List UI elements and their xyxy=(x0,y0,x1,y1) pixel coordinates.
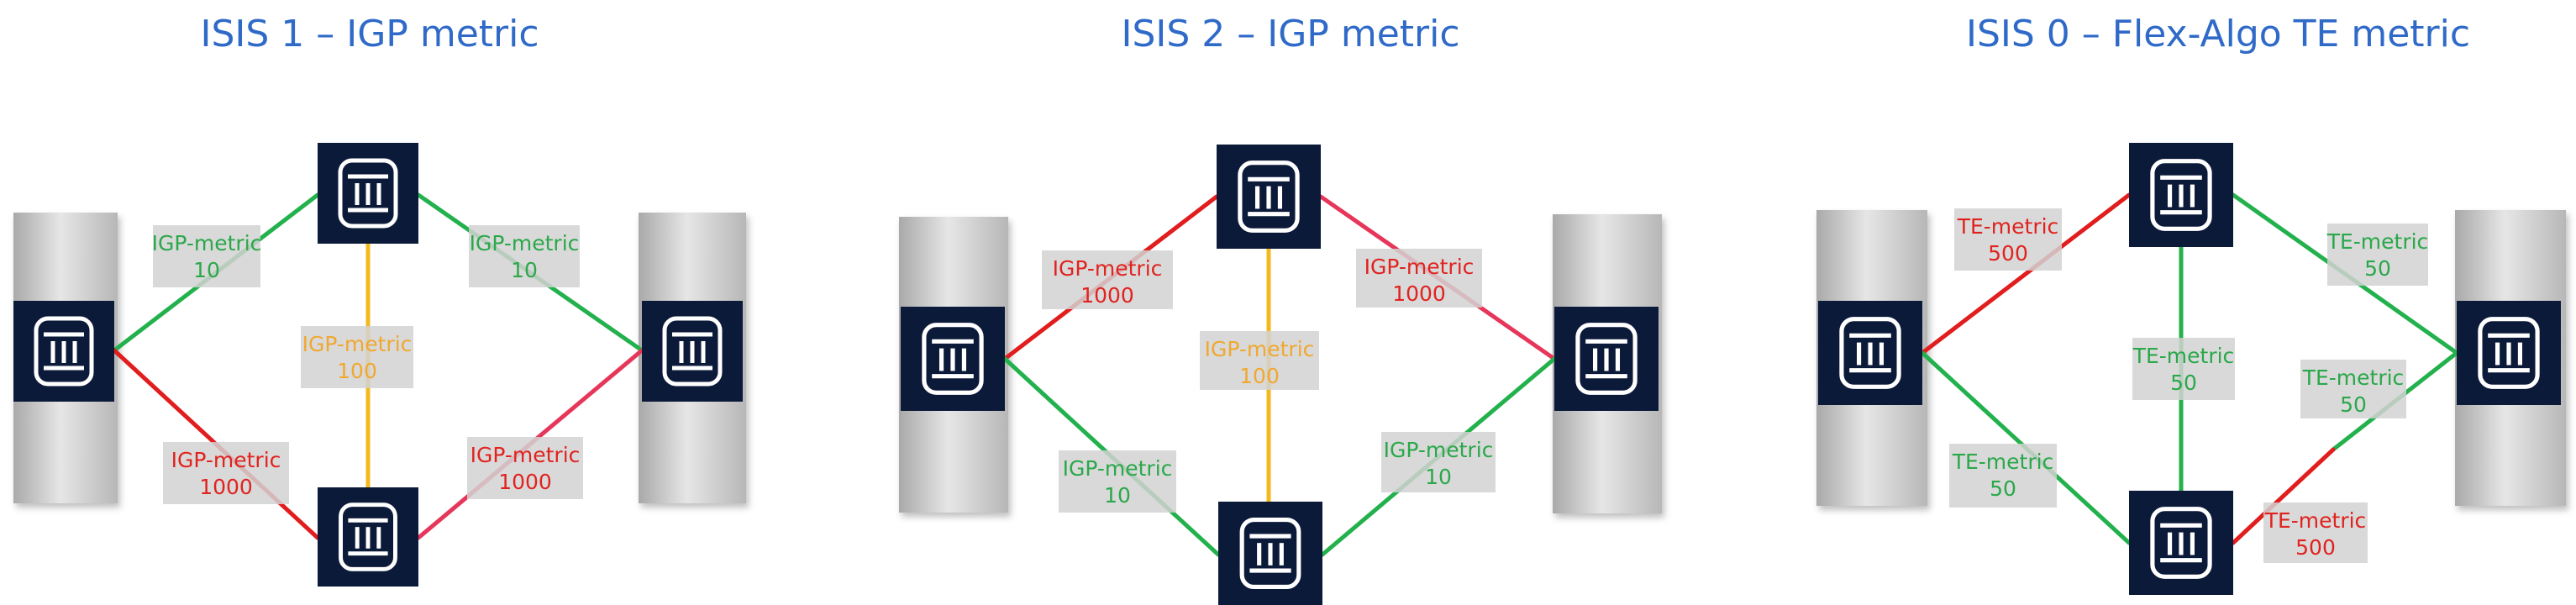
metric-name: IGP-metric xyxy=(470,231,580,255)
router-left[interactable] xyxy=(13,301,114,402)
metric-value: 10 xyxy=(511,258,538,282)
metric-label-box xyxy=(1059,450,1176,513)
metric-label-bottom-right: IGP-metric 1000 xyxy=(467,437,583,499)
panel-1: ISIS 1 – IGP metricIGP-metric10IGP-metri… xyxy=(13,13,746,587)
metric-label-box xyxy=(163,442,289,504)
link-bottom-right-lower xyxy=(2231,447,2336,545)
metric-value: 50 xyxy=(1990,476,2016,501)
panel-title: ISIS 0 – Flex-Algo TE metric xyxy=(1966,13,2470,55)
router-left[interactable] xyxy=(1818,301,1922,405)
metric-label-left-bottom: IGP-metric 1000 xyxy=(163,442,289,504)
metric-name: IGP-metric xyxy=(1364,255,1475,279)
metric-label-box xyxy=(1042,250,1173,309)
metric-label-box xyxy=(2263,502,2368,563)
metric-label-top-right: IGP-metric 10 xyxy=(469,225,580,287)
metric-label-box xyxy=(1200,331,1319,390)
metric-label-top-bottom: IGP-metric 100 xyxy=(1200,331,1319,390)
metric-name: TE-metric xyxy=(1957,214,2059,239)
router-top[interactable] xyxy=(1217,145,1321,249)
metric-name: IGP-metric xyxy=(152,231,262,255)
router-top[interactable] xyxy=(318,143,418,244)
metric-label-box xyxy=(301,326,413,388)
router-top[interactable] xyxy=(2129,143,2233,247)
router-right[interactable] xyxy=(2457,301,2561,405)
metric-label-bottom-right: IGP-metric 10 xyxy=(1381,432,1496,492)
metric-label-box xyxy=(153,225,260,287)
metric-name: TE-metric xyxy=(2302,366,2405,390)
metric-value: 10 xyxy=(193,258,220,282)
router-left[interactable] xyxy=(901,307,1005,411)
metric-value: 100 xyxy=(1239,364,1280,388)
metric-value: 1000 xyxy=(199,475,253,499)
metric-name: IGP-metric xyxy=(1063,456,1173,481)
router-right[interactable] xyxy=(1554,307,1659,411)
metric-value: 500 xyxy=(1988,241,2028,266)
metric-label-box xyxy=(2327,224,2428,286)
panel-2: ISIS 2 – IGP metricIGP-metric1000IGP-met… xyxy=(899,13,1662,605)
metric-name: TE-metric xyxy=(1952,450,2054,474)
metric-value: 50 xyxy=(2364,256,2391,281)
metric-label-box xyxy=(2300,360,2406,418)
panel-title: ISIS 1 – IGP metric xyxy=(200,13,539,55)
metric-value: 50 xyxy=(2340,392,2367,417)
metric-name: IGP-metric xyxy=(302,332,413,356)
metric-name: IGP-metric xyxy=(1053,256,1163,281)
metric-value: 1000 xyxy=(498,470,552,494)
metric-label-left-top: IGP-metric 10 xyxy=(152,225,262,287)
metric-value: 10 xyxy=(1104,483,1131,508)
router-bottom[interactable] xyxy=(1218,502,1322,605)
metric-value: 1000 xyxy=(1392,281,1446,306)
metric-label-box xyxy=(1954,208,2062,271)
metric-label-box xyxy=(469,225,580,287)
metric-name: IGP-metric xyxy=(471,443,581,467)
metric-name: IGP-metric xyxy=(171,448,281,472)
panel-3: ISIS 0 – Flex-Algo TE metricTE-metric500… xyxy=(1816,13,2566,595)
metric-label-box xyxy=(1949,444,2057,508)
router-right[interactable] xyxy=(642,301,743,402)
link-left-top xyxy=(1920,192,2132,355)
router-bottom[interactable] xyxy=(318,487,418,587)
metric-label-top-bottom: TE-metric 50 xyxy=(2132,338,2235,400)
metric-label-box xyxy=(467,437,583,499)
metric-label-box xyxy=(1356,249,1482,308)
panel-title: ISIS 2 – IGP metric xyxy=(1121,13,1459,55)
metric-name: IGP-metric xyxy=(1205,337,1315,361)
router-bottom[interactable] xyxy=(2129,491,2233,595)
metric-value: 50 xyxy=(2170,371,2197,395)
metric-name: IGP-metric xyxy=(1384,438,1494,462)
metric-name: TE-metric xyxy=(2132,344,2235,368)
metric-name: TE-metric xyxy=(2264,508,2367,533)
metric-label-top-bottom: IGP-metric 100 xyxy=(301,326,413,388)
metric-value: 500 xyxy=(2295,535,2336,560)
metric-name: TE-metric xyxy=(2326,229,2429,254)
metric-label-box xyxy=(1381,432,1496,492)
metric-value: 10 xyxy=(1425,465,1452,489)
metric-value: 1000 xyxy=(1080,283,1134,308)
metric-label-box xyxy=(2132,338,2235,400)
metric-value: 100 xyxy=(337,359,377,383)
